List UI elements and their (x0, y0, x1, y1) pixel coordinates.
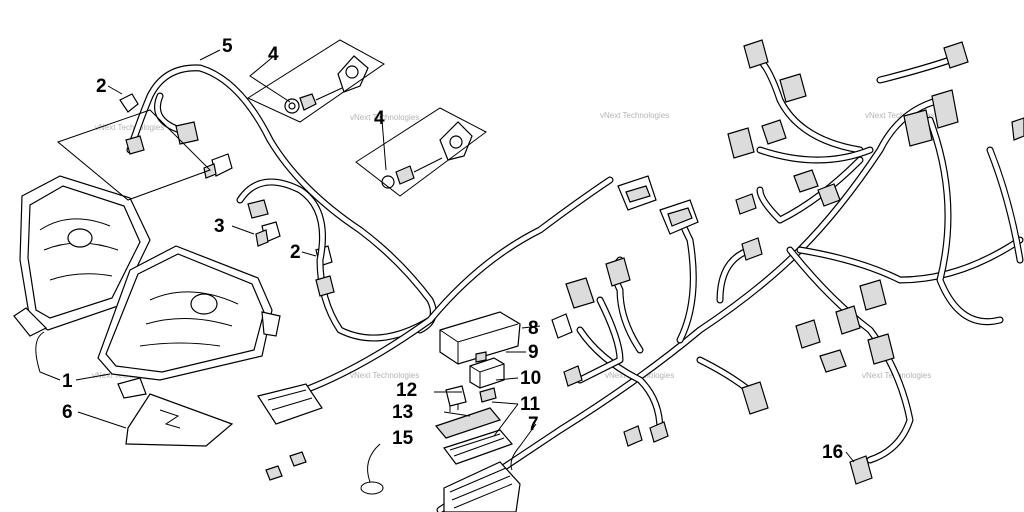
callout-11: 11 (520, 394, 541, 415)
leader-lines (35, 39, 855, 483)
item-15 (360, 481, 384, 495)
headlight-left (13, 175, 151, 337)
callout-8: 8 (528, 318, 539, 339)
callout-3: 3 (214, 216, 225, 237)
callout-16: 16 (822, 442, 843, 463)
headlight-harness-connector (257, 383, 323, 425)
callout-10: 10 (520, 368, 541, 389)
callout-2-lower: 2 (290, 242, 301, 263)
callout-7: 7 (528, 414, 539, 435)
callout-9: 9 (528, 342, 539, 363)
headlight-right (97, 245, 281, 399)
callout-2-upper: 2 (96, 76, 107, 97)
relay-item-9 (469, 357, 505, 389)
harness-connectors (265, 39, 1024, 485)
callout-12: 12 (396, 380, 417, 401)
callout-15: 15 (392, 428, 414, 449)
watermark: vNext Technologies (600, 111, 669, 120)
callout-13: 13 (392, 402, 413, 423)
watermark: vNext Technologies (95, 123, 164, 132)
callout-labels: 1 2 2 3 4 4 5 6 7 8 9 10 11 12 13 15 16 (62, 36, 843, 463)
bulb-socket-upper (119, 93, 233, 179)
main-connector-block (443, 461, 521, 512)
adjuster-assembly-upper (284, 55, 369, 114)
adjuster-assembly-lower (381, 121, 473, 189)
callout-4-lower: 4 (374, 108, 385, 129)
item-12 (445, 385, 467, 412)
relay-item-8 (439, 311, 521, 365)
watermark: vNext Technologies (350, 371, 419, 380)
watermark: vNext Technologies (865, 111, 934, 120)
callout-4-upper: 4 (268, 44, 279, 65)
item-13 (434, 407, 502, 439)
item-11 (443, 429, 514, 465)
watermark: vNext Technologies (350, 113, 419, 122)
callout-1: 1 (62, 371, 73, 392)
callout-6: 6 (62, 402, 73, 423)
main-harness (296, 56, 1024, 512)
item-6-panel (125, 393, 234, 447)
item-10 (479, 387, 497, 403)
callout-5: 5 (222, 36, 233, 57)
headlight-harness (125, 64, 437, 342)
